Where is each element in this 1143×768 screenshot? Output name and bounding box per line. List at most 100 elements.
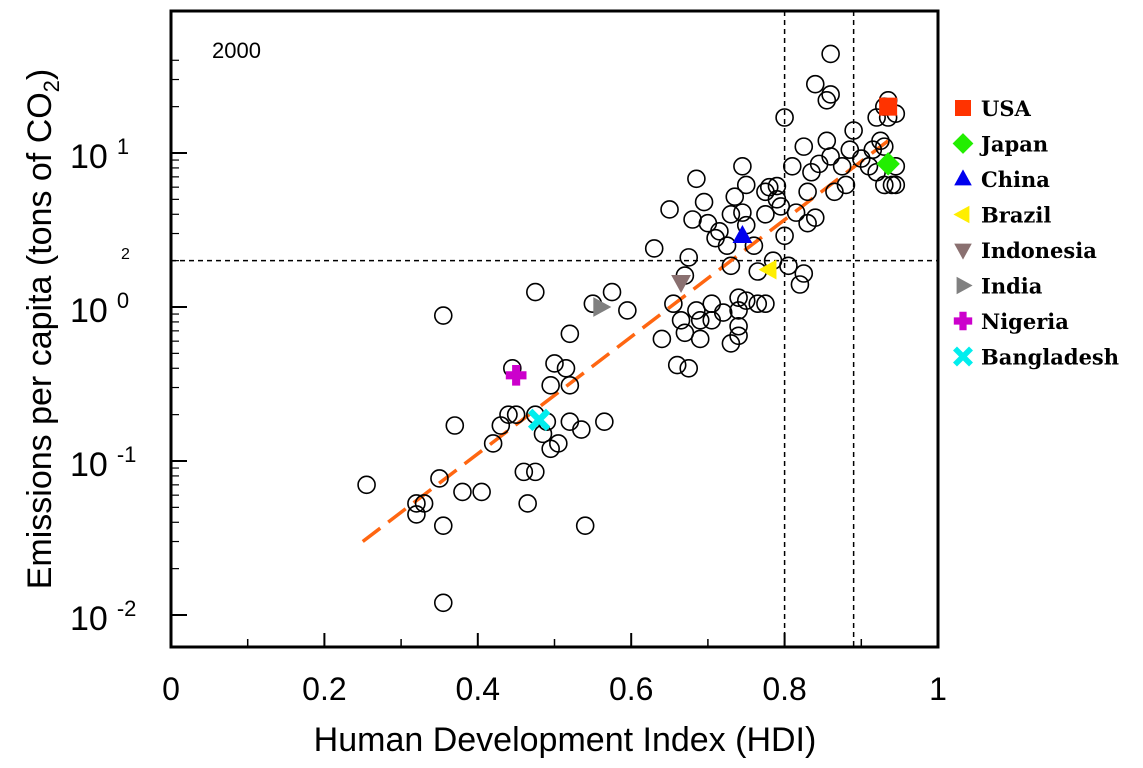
legend-marker-usa — [955, 100, 971, 116]
data-point — [736, 175, 756, 195]
data-point — [445, 416, 465, 435]
marker-india — [593, 297, 612, 317]
data-point — [779, 256, 798, 276]
y-tick-base: 10 — [70, 292, 108, 330]
marker-china — [732, 224, 753, 243]
data-point — [736, 291, 756, 310]
data-point — [687, 169, 706, 189]
data-point — [526, 462, 545, 482]
data-point — [541, 439, 560, 459]
y-axis-label-main: Emissions per capita (tons of CO — [21, 92, 59, 589]
data-point — [725, 187, 745, 207]
legend-label: Nigeria — [981, 309, 1069, 334]
data-point — [679, 248, 699, 267]
y-tick-exponent: -2 — [117, 596, 137, 621]
data-point — [721, 256, 741, 276]
data-point — [775, 108, 794, 127]
legend-item-nigeria: Nigeria — [953, 309, 1069, 334]
data-point — [556, 358, 576, 378]
data-point — [690, 310, 710, 330]
data-point — [357, 475, 376, 495]
legend-label: Japan — [979, 132, 1048, 157]
data-point — [798, 182, 817, 202]
data-point — [407, 494, 426, 513]
y-tick-base: 10 — [70, 446, 108, 484]
plot-frame — [169, 9, 940, 649]
legend-label: China — [981, 167, 1050, 192]
legend-label: India — [981, 274, 1043, 299]
legend-marker-nigeria — [953, 311, 973, 331]
data-point — [821, 85, 840, 104]
x-tick-label: 0.6 — [609, 671, 653, 707]
data-point — [756, 294, 775, 314]
legend-item-india: India — [956, 274, 1043, 299]
y-tick-exponent: -1 — [117, 442, 137, 467]
legend-marker-china — [954, 169, 972, 186]
legend-label: USA — [981, 96, 1031, 121]
data-point — [710, 222, 729, 241]
data-point — [767, 176, 787, 196]
data-point — [602, 282, 622, 302]
data-points — [357, 44, 906, 613]
x-tick-label: 0.4 — [456, 671, 500, 707]
y-tick-base: 10 — [70, 600, 108, 638]
legend-marker-india — [956, 276, 973, 295]
legend-item-china: China — [954, 167, 1050, 192]
data-point — [483, 434, 503, 453]
y-tick-label: 10 -2 — [70, 596, 136, 638]
data-point — [844, 121, 863, 140]
data-point — [729, 326, 748, 346]
data-point — [506, 405, 526, 424]
x-tick-label: 0 — [162, 671, 180, 707]
y-tick-exponent: 1 — [117, 134, 129, 159]
data-point — [836, 175, 856, 195]
data-point — [786, 203, 806, 222]
legend-item-indonesia: Indonesia — [954, 238, 1097, 263]
data-point — [805, 74, 825, 94]
x-tick-label: 0.2 — [302, 671, 346, 707]
data-point — [430, 469, 449, 488]
y-tick-label: 10 -1 — [70, 442, 136, 484]
data-point — [794, 264, 814, 283]
y-tick-exponent: 0 — [117, 288, 129, 313]
data-point — [690, 329, 710, 349]
legend-item-bangladesh: Bangladesh — [953, 345, 1119, 370]
data-point — [545, 354, 564, 373]
data-point — [644, 239, 664, 258]
legend-marker-brazil — [953, 205, 970, 224]
data-point — [572, 420, 591, 439]
data-point — [821, 44, 840, 64]
marker-indonesia — [671, 274, 691, 293]
data-point — [782, 156, 802, 176]
y-axis-label-close: ) — [21, 69, 59, 80]
data-point — [805, 208, 825, 228]
year-label: 2000 — [212, 38, 261, 63]
x-axis-label: Human Development Index (HDI) — [314, 721, 817, 759]
data-point — [472, 482, 491, 502]
data-point — [817, 90, 837, 110]
data-point — [817, 131, 837, 151]
legend-marker-bangladesh — [953, 346, 973, 367]
x-tick-label: 1 — [929, 671, 947, 707]
data-point — [733, 203, 752, 222]
data-point — [717, 236, 737, 256]
data-point — [660, 200, 679, 219]
y-axis-label-subscript: 2 — [39, 80, 64, 92]
data-point — [679, 358, 699, 378]
legend: USAJapanChinaBrazilIndonesiaIndiaNigeria… — [952, 96, 1119, 370]
y-stray-tick-label: 2 — [121, 246, 130, 263]
data-point — [694, 192, 714, 212]
legend-item-usa: USA — [955, 96, 1031, 121]
data-point — [790, 275, 810, 294]
trend-line — [361, 139, 890, 543]
data-point — [652, 329, 672, 349]
data-point — [713, 303, 733, 322]
trend-line-group — [361, 139, 890, 543]
data-point — [832, 156, 852, 176]
data-point — [518, 494, 537, 513]
data-point — [825, 182, 844, 202]
y-tick-label: 10 0 — [70, 288, 129, 330]
